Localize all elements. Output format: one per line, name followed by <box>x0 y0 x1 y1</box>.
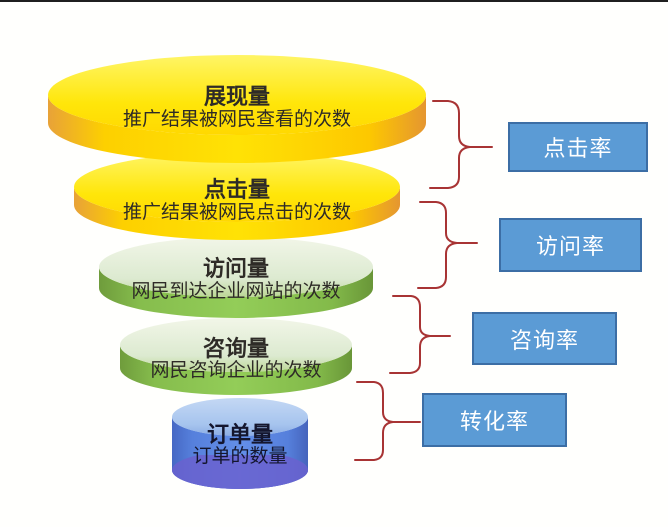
funnel-layer-inquiries-cylinder <box>120 318 352 395</box>
rate-box-click-rate: 点击率 <box>508 122 648 172</box>
brace-inquiry-rate <box>389 295 451 374</box>
rate-box-visit-rate-label: 访问率 <box>535 234 605 259</box>
funnel-layer-visits-cylinder <box>99 237 373 318</box>
rate-box-click-rate-label: 点击率 <box>543 136 613 161</box>
rate-box-visit-rate: 访问率 <box>499 218 642 272</box>
brace-visit-rate <box>417 201 478 289</box>
brace-click-rate <box>429 100 493 189</box>
top-border-line <box>0 0 668 2</box>
rate-box-conversion-rate: 转化率 <box>422 393 567 447</box>
funnel-layer-clicks-cylinder <box>74 152 400 240</box>
rate-box-inquiry-rate: 咨询率 <box>472 312 617 365</box>
rate-box-inquiry-rate-label: 咨询率 <box>509 327 579 353</box>
rate-box-conversion-rate-label: 转化率 <box>459 409 529 434</box>
funnel-layer-impressions-cylinder <box>48 55 426 163</box>
brace-conversion-rate <box>354 381 421 461</box>
funnel-layer-orders-cylinder <box>172 398 308 489</box>
